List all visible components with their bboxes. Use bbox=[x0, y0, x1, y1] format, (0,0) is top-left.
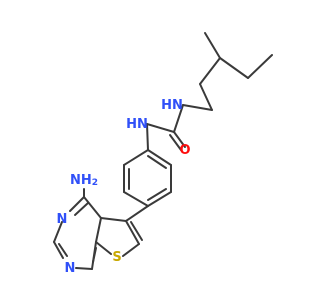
bond bbox=[83, 196, 102, 219]
bond bbox=[173, 131, 186, 148]
oxygen-label: O bbox=[179, 143, 190, 158]
bond bbox=[146, 123, 175, 133]
bond bbox=[169, 134, 182, 151]
bond bbox=[95, 217, 102, 243]
bond bbox=[204, 32, 221, 59]
bond bbox=[182, 104, 213, 111]
bond bbox=[123, 149, 149, 166]
chemical-structure: HN O HN NH2 N N S bbox=[53, 32, 273, 276]
bond bbox=[247, 54, 273, 79]
bond bbox=[199, 57, 221, 85]
sulfur-label: S bbox=[112, 250, 121, 265]
bond bbox=[147, 191, 172, 207]
bond bbox=[147, 155, 167, 169]
bond bbox=[122, 243, 140, 257]
bond bbox=[147, 149, 172, 166]
bond bbox=[58, 243, 68, 257]
bond bbox=[219, 57, 249, 79]
bond bbox=[53, 241, 64, 259]
bond bbox=[123, 191, 149, 207]
amide-nh-label: HN bbox=[126, 117, 148, 132]
bond bbox=[125, 205, 149, 222]
nitrogen-label: N bbox=[65, 261, 76, 276]
bonds bbox=[53, 32, 273, 270]
bond bbox=[146, 123, 149, 151]
bond bbox=[147, 188, 167, 201]
bond bbox=[53, 221, 63, 243]
bond bbox=[199, 83, 213, 111]
amino-label: NH2 bbox=[70, 173, 98, 189]
bond bbox=[92, 247, 97, 263]
atom-labels: HN O HN NH2 N N S bbox=[57, 98, 191, 276]
bond bbox=[130, 221, 143, 241]
bond bbox=[69, 196, 85, 212]
bond bbox=[100, 217, 127, 222]
amine-nh-label: HN bbox=[161, 98, 183, 113]
bond bbox=[74, 202, 89, 216]
bond bbox=[173, 104, 184, 133]
nitrogen-label: N bbox=[57, 212, 68, 227]
bond bbox=[75, 267, 93, 270]
bond bbox=[95, 241, 112, 255]
bond bbox=[125, 220, 140, 245]
